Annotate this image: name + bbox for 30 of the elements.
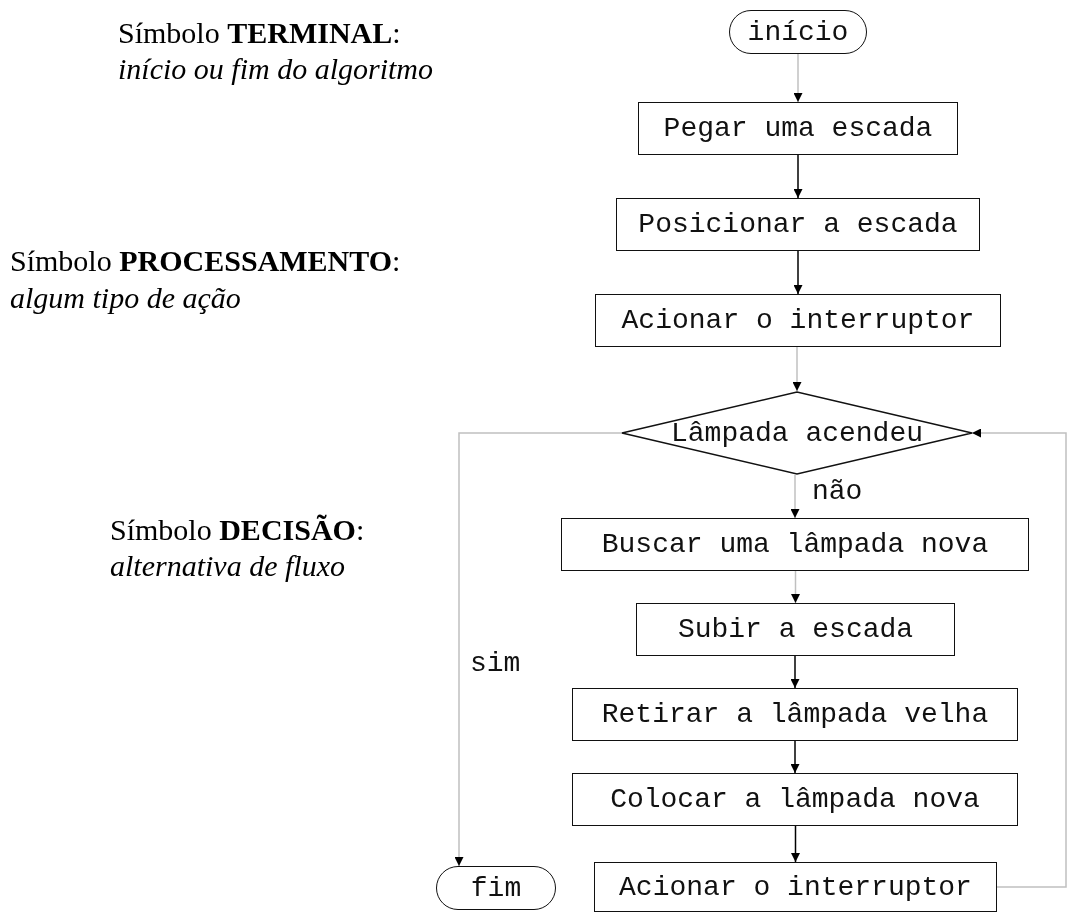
process-box: Acionar o interruptor <box>594 862 997 912</box>
symbol-description: algum tipo de ação <box>10 281 241 315</box>
arrow <box>793 250 803 295</box>
arrow <box>793 53 803 103</box>
symbol-description: início ou fim do algoritmo <box>118 52 433 86</box>
arrow <box>791 570 800 604</box>
arrow <box>793 154 803 199</box>
process-box: Pegar uma escada <box>638 102 958 155</box>
symbol-description: alternativa de fluxo <box>110 549 345 583</box>
decision-diamond: Lâmpada acendeu <box>622 391 972 475</box>
process-box: Colocar a lâmpada nova <box>572 773 1018 826</box>
arrow <box>792 346 802 392</box>
terminal-shape: fim <box>436 866 556 910</box>
process-box: Acionar o interruptor <box>595 294 1001 347</box>
arrow <box>790 474 800 519</box>
arrow <box>791 825 800 863</box>
process-box: Posicionar a escada <box>616 198 980 251</box>
arrow <box>790 655 800 689</box>
symbol-heading: Símbolo TERMINAL: <box>118 16 401 50</box>
process-box: Buscar uma lâmpada nova <box>561 518 1029 571</box>
arrow <box>790 740 800 774</box>
arrow <box>971 428 1067 888</box>
symbol-heading: Símbolo DECISÃO: <box>110 513 365 547</box>
terminal-shape: início <box>729 10 867 54</box>
process-box: Retirar a lâmpada velha <box>572 688 1018 741</box>
edge-label: sim <box>470 648 521 679</box>
symbol-heading: Símbolo PROCESSAMENTO: <box>10 244 401 278</box>
edge-label: não <box>812 476 863 507</box>
arrow <box>454 432 623 867</box>
process-box: Subir a escada <box>636 603 955 656</box>
